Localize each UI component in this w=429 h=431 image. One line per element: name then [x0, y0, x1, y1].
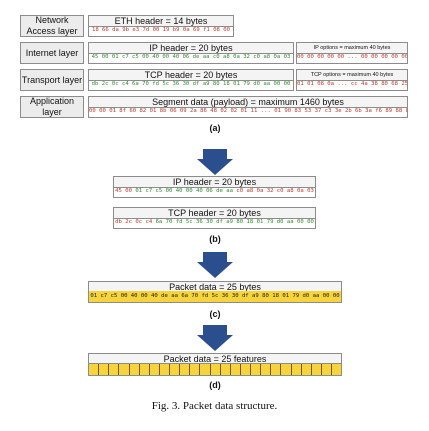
- feature-cell: [291, 364, 302, 375]
- ip-hex-dropped-start: 45 00: [115, 188, 136, 194]
- feature-cell: [220, 364, 231, 375]
- tcp-header-title: TCP header = 20 bytes: [114, 208, 315, 219]
- feature-cell: [139, 364, 150, 375]
- layer-label: Network Access layer: [26, 15, 78, 36]
- tcp-header-box: TCP header = 20 bytes db 2c 0c c4 6a 70 …: [88, 69, 294, 91]
- tcp-options-box: TCP options = maximum 40 bytes 01 01 08 …: [296, 69, 408, 91]
- feature-cell: [200, 364, 211, 375]
- ip-options-box: IP options = maximum 40 bytes 00 00 00 0…: [296, 42, 408, 64]
- feature-cell: [261, 364, 272, 375]
- feature-cell: [99, 364, 110, 375]
- feature-bar: [88, 363, 342, 376]
- feature-cell: [251, 364, 262, 375]
- packet-features-title: Packet data = 25 features: [89, 354, 341, 365]
- eth-header-hex: 18 66 da 9b e3 7d 00 19 b9 0a 69 f1 08 0…: [91, 27, 231, 33]
- eth-header-title: ETH header = 14 bytes: [89, 16, 233, 27]
- ip-hex-kept: 01 c7 c5 00 40 00 40 06 de aa: [135, 188, 237, 194]
- packet-data-bytes-box: Packet data = 25 bytes 01 c7 c5 00 40 00…: [88, 281, 342, 303]
- ip-header-title: IP header = 20 bytes: [89, 43, 293, 54]
- feature-cell: [210, 364, 221, 375]
- layer-label: Application layer: [29, 96, 75, 117]
- layer-application: Application layer: [20, 96, 84, 118]
- feature-cell: [159, 364, 170, 375]
- feature-cell: [119, 364, 130, 375]
- feature-cell: [149, 364, 160, 375]
- tcp-options-hex: 01 01 08 0a ... cc 4a 38 80 68 25: [297, 81, 407, 87]
- ip-options-hex: 00 00 00 00 00 ... 00 00 00 00 00: [297, 54, 407, 60]
- ip-header-title: IP header = 20 bytes: [114, 177, 315, 188]
- feature-cell: [311, 364, 322, 375]
- feature-cell: [230, 364, 241, 375]
- ip-header-selected-box: IP header = 20 bytes 45 00 01 c7 c5 00 4…: [113, 176, 316, 198]
- caption-a: (a): [209, 123, 221, 133]
- feature-cell: [271, 364, 282, 375]
- layer-network-access: Network Access layer: [20, 15, 84, 37]
- segment-data-box: Segment data (payload) = maximum 1460 by…: [88, 96, 408, 118]
- feature-cell: [321, 364, 332, 375]
- tcp-hex-kept: 6a 70 fd 5c 36 30 df a9 80 18 01 79 d0 a…: [155, 219, 314, 225]
- feature-cell: [332, 364, 342, 375]
- layer-transport: Transport layer: [20, 69, 84, 91]
- down-arrow-icon: [197, 252, 233, 278]
- feature-cell: [190, 364, 201, 375]
- ip-hex-dropped-end: c0 a8 0a 32 c0 a8 0a 03: [236, 188, 314, 194]
- layer-label: Internet layer: [25, 47, 79, 58]
- figure-caption: Fig. 3. Packet data structure.: [151, 400, 278, 412]
- ip-options-title: IP options = maximum 40 bytes: [297, 43, 407, 54]
- caption-b: (b): [209, 234, 221, 244]
- packet-data-hex: 01 c7 c5 00 40 00 40 de aa 6a 70 fd 5c 3…: [89, 291, 341, 302]
- feature-cell: [301, 364, 312, 375]
- tcp-header-hex: db 2c 0c c4 6a 70 fd 5c 36 30 df a9 80 1…: [114, 217, 315, 228]
- caption-d: (d): [209, 380, 221, 390]
- layer-label: Transport layer: [21, 74, 83, 85]
- segment-data-title: Segment data (payload) = maximum 1460 by…: [89, 97, 407, 108]
- tcp-header-hex: db 2c 0c c4 6a 70 fd 5c 36 30 df a9 80 1…: [91, 81, 291, 87]
- segment-data-hex: 00 00 01 8f 60 82 01 8b 06 09 2a 86 48 0…: [89, 108, 407, 114]
- ip-header-box: IP header = 20 bytes 45 00 01 c7 c5 00 4…: [88, 42, 294, 64]
- feature-cell: [129, 364, 140, 375]
- feature-cell: [170, 364, 181, 375]
- tcp-options-title: TCP options = maximum 40 bytes: [297, 70, 407, 81]
- tcp-hex-dropped: db 2c 0c c4: [115, 219, 156, 225]
- feature-cell: [89, 364, 100, 375]
- tcp-header-title: TCP header = 20 bytes: [89, 70, 293, 81]
- tcp-header-selected-box: TCP header = 20 bytes db 2c 0c c4 6a 70 …: [113, 207, 316, 229]
- eth-header-box: ETH header = 14 bytes 18 66 da 9b e3 7d …: [88, 15, 234, 37]
- down-arrow-icon: [197, 325, 233, 351]
- feature-cell: [109, 364, 120, 375]
- caption-c: (c): [209, 309, 221, 319]
- feature-cell: [240, 364, 251, 375]
- down-arrow-icon: [197, 149, 233, 175]
- ip-header-hex: 45 00 01 c7 c5 00 40 00 40 06 de aa c0 a…: [114, 186, 315, 197]
- feature-cell: [180, 364, 191, 375]
- ip-header-hex: 45 00 01 c7 c5 00 40 00 40 06 de aa c0 a…: [91, 54, 291, 60]
- layer-internet: Internet layer: [20, 42, 84, 64]
- feature-cell: [281, 364, 292, 375]
